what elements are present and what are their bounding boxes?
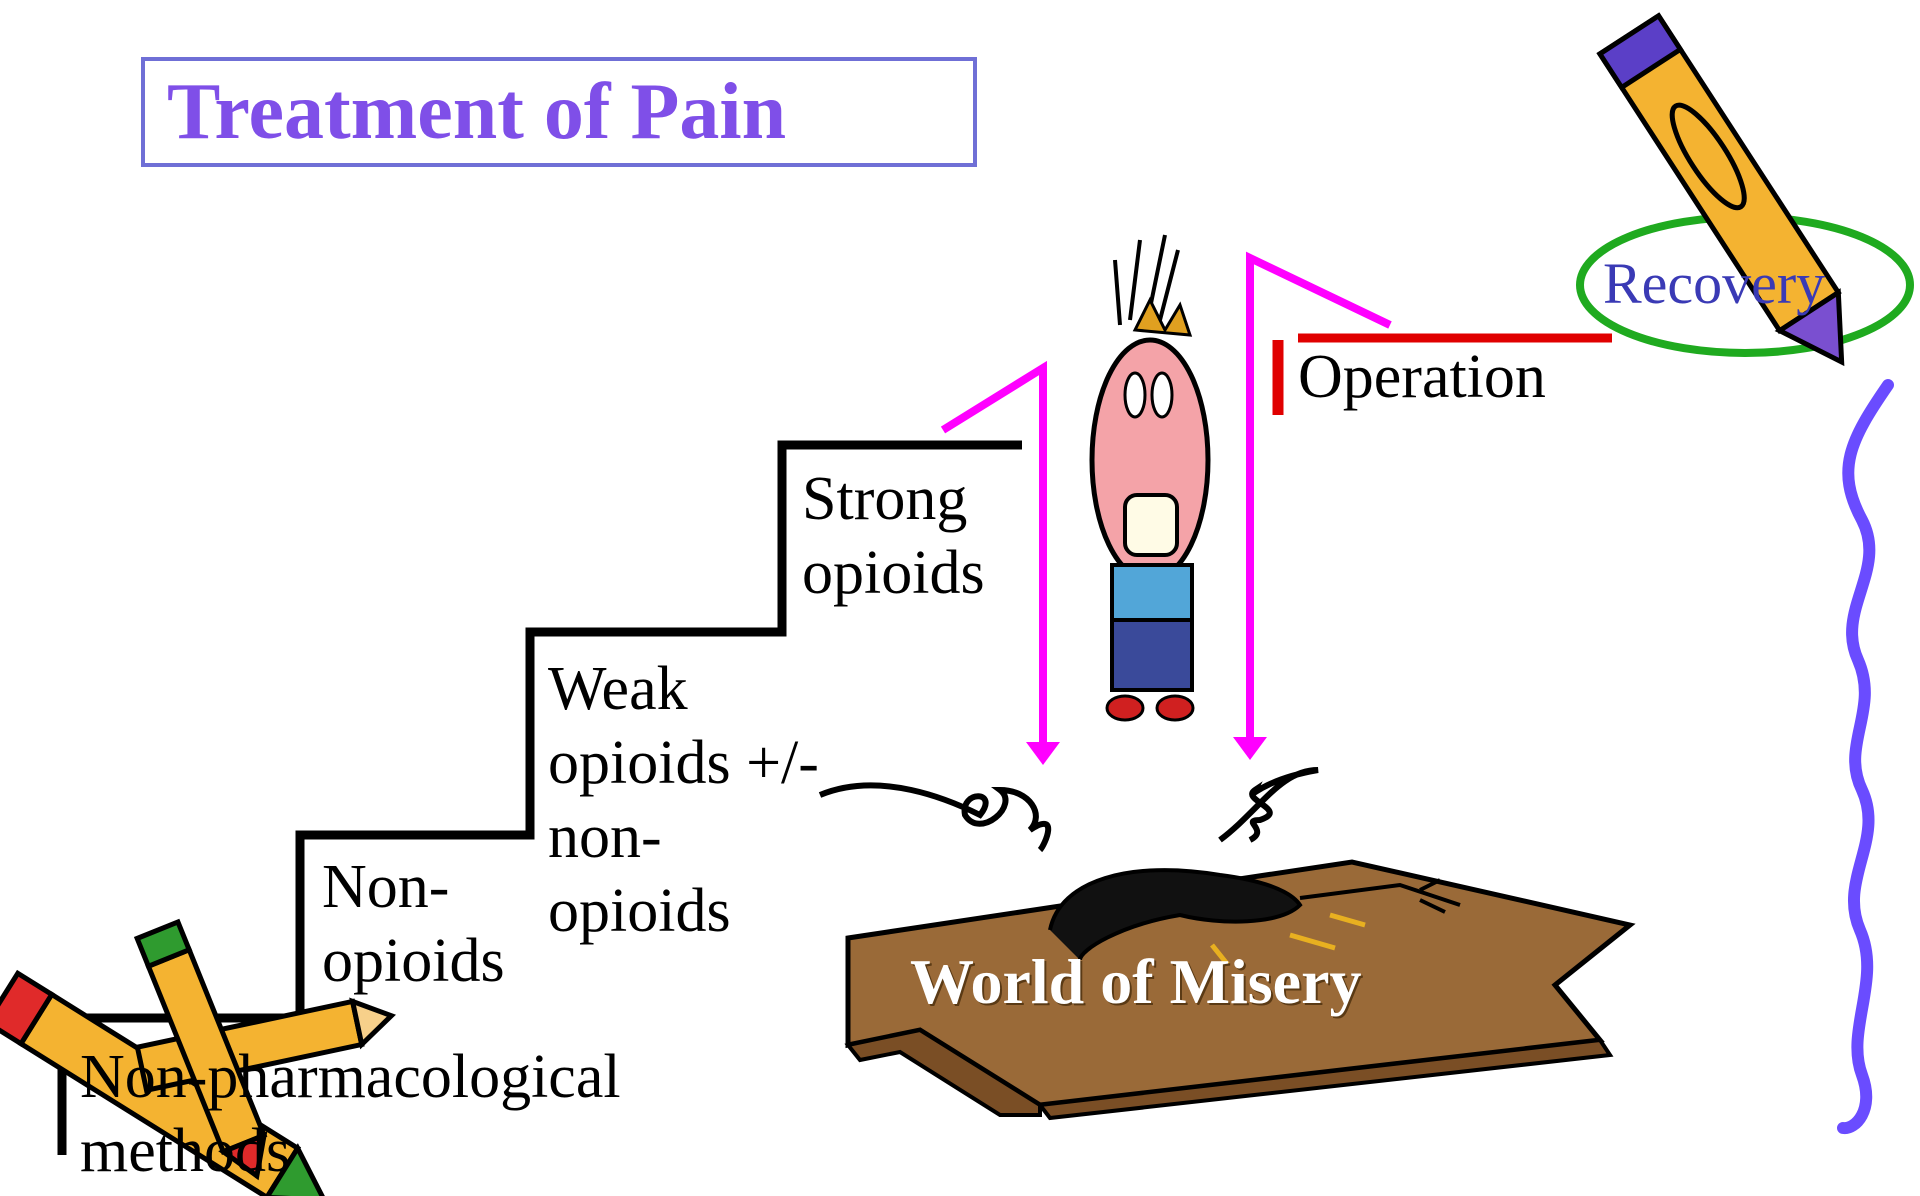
- step-label-strong-opioids: Strong opioids: [802, 462, 985, 610]
- step-label-non-opioids: Non- opioids: [322, 850, 505, 998]
- squiggle-icon: [1843, 385, 1888, 1128]
- step-label-non-pharmacological: Non-pharmacological methods: [80, 1040, 621, 1188]
- pencil-icon: [1600, 16, 1871, 381]
- scared-child-icon: [1092, 235, 1208, 720]
- swirl-left: [820, 785, 1048, 850]
- operation-label: Operation: [1298, 340, 1546, 414]
- world-of-misery-label: World of Misery: [910, 945, 1361, 1019]
- swirl-right: [1220, 770, 1318, 840]
- recovery-label: Recovery: [1603, 250, 1825, 317]
- step-label-weak-opioids: Weak opioids +/- non- opioids: [548, 652, 819, 948]
- arrow-down-right: [1233, 258, 1390, 760]
